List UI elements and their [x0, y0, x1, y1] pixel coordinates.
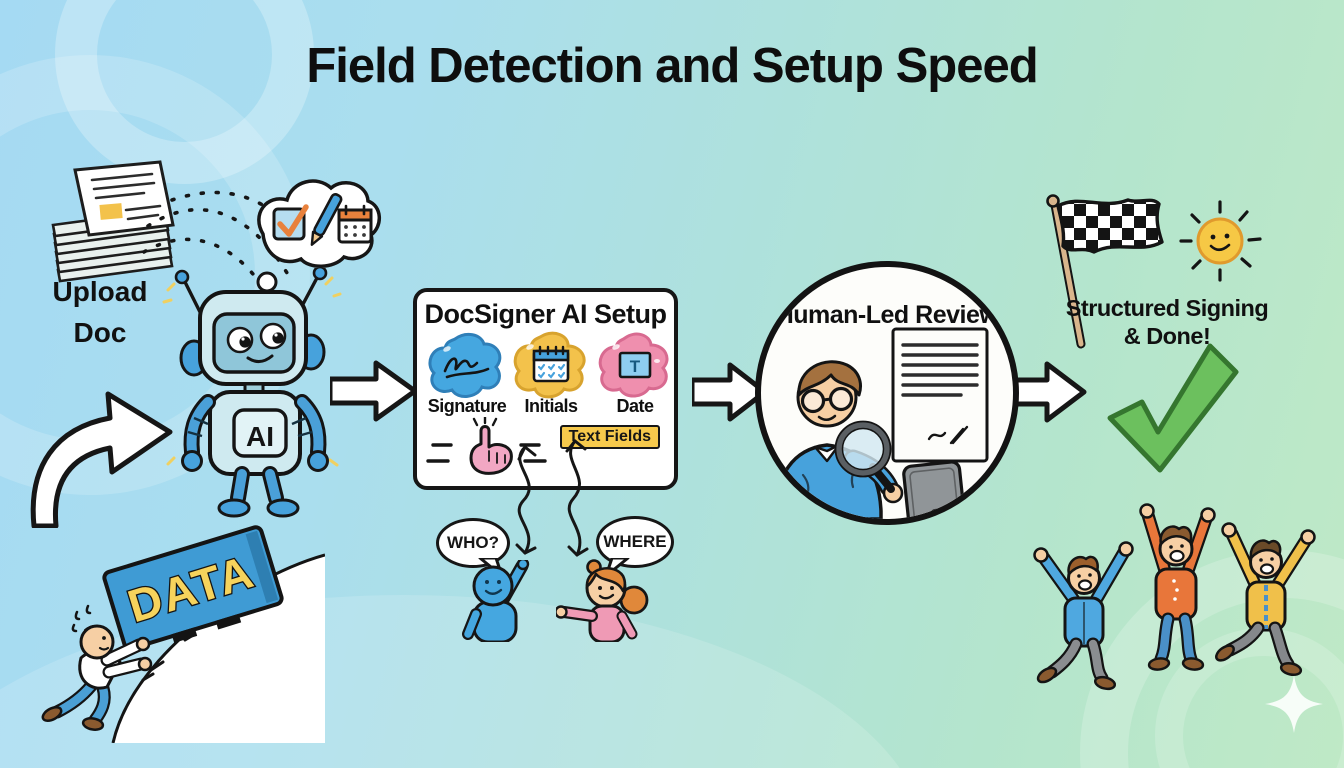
- human-review-circle: Human-Led Review: [755, 261, 1019, 525]
- checkered-flag-icon: [1046, 194, 1164, 349]
- pen-icon: [310, 193, 343, 246]
- page-title: Field Detection and Setup Speed: [306, 39, 1038, 93]
- thought-bubble: [245, 179, 381, 308]
- docsigner-setup-panel: DocSigner AI Setup Signature: [413, 288, 678, 490]
- pointer-hand-icon: [426, 417, 547, 475]
- field-signature: Signature: [425, 331, 509, 417]
- sun-icon: [1179, 200, 1262, 282]
- calendar-icon: [337, 204, 373, 244]
- date-blob-icon: T: [598, 332, 669, 398]
- curved-arrow: [30, 391, 173, 528]
- sparkle-icon: [1265, 675, 1323, 733]
- text-fields-badge: Text Fields: [559, 425, 660, 449]
- celebrating-people: [1033, 503, 1316, 691]
- blue-person: [462, 560, 530, 642]
- data-push-scene: DATA: [41, 525, 325, 743]
- field-label-date: Date: [616, 396, 654, 416]
- outcome-line1: Structured Signing: [1065, 295, 1269, 321]
- document-stack-icon: [51, 160, 175, 283]
- outcome-line2: & Done!: [1123, 322, 1211, 349]
- green-check-icon: [1107, 343, 1239, 473]
- review-title: Human-Led Review: [775, 301, 999, 329]
- girl-person: [556, 559, 649, 642]
- checkbox-icon: [272, 204, 309, 241]
- tablet-icon: [902, 460, 968, 519]
- reviewer-illustration: [773, 327, 989, 519]
- field-label-initials: Initials: [524, 396, 578, 416]
- initials-blob-icon: [513, 331, 586, 399]
- who-bubble-text: WHO?: [447, 533, 499, 552]
- pushing-man: [41, 604, 153, 731]
- date-icon-letter: T: [630, 357, 641, 376]
- flow-arrow-2: [692, 362, 768, 422]
- field-date: T Date: [593, 331, 677, 417]
- where-bubble: WHERE: [596, 516, 674, 568]
- field-label-signature: Signature: [427, 396, 507, 416]
- signature-blob-icon: [428, 332, 502, 398]
- flow-arrow-1: [330, 360, 418, 422]
- robot-chest-label: AI: [246, 421, 274, 452]
- outcome-label: Structured Signing & Done!: [1056, 295, 1278, 350]
- upload-line2: Doc: [73, 316, 127, 348]
- squiggle-arrows: [515, 439, 589, 557]
- upload-doc-label: Upload Doc: [40, 272, 160, 353]
- magnifier-icon: [834, 420, 895, 493]
- field-initials: Initials: [509, 331, 593, 417]
- panel-title: DocSigner AI Setup: [424, 299, 667, 329]
- where-bubble-text: WHERE: [603, 532, 667, 551]
- upload-line1: Upload: [52, 276, 148, 307]
- ai-robot: AI: [162, 268, 342, 518]
- reviewer-person: [773, 360, 968, 519]
- reviewed-document-icon: [891, 327, 989, 463]
- celebrator-blue: [1033, 541, 1134, 691]
- celebrator-yellow: [1215, 522, 1316, 677]
- celebrator-orange: [1139, 503, 1216, 671]
